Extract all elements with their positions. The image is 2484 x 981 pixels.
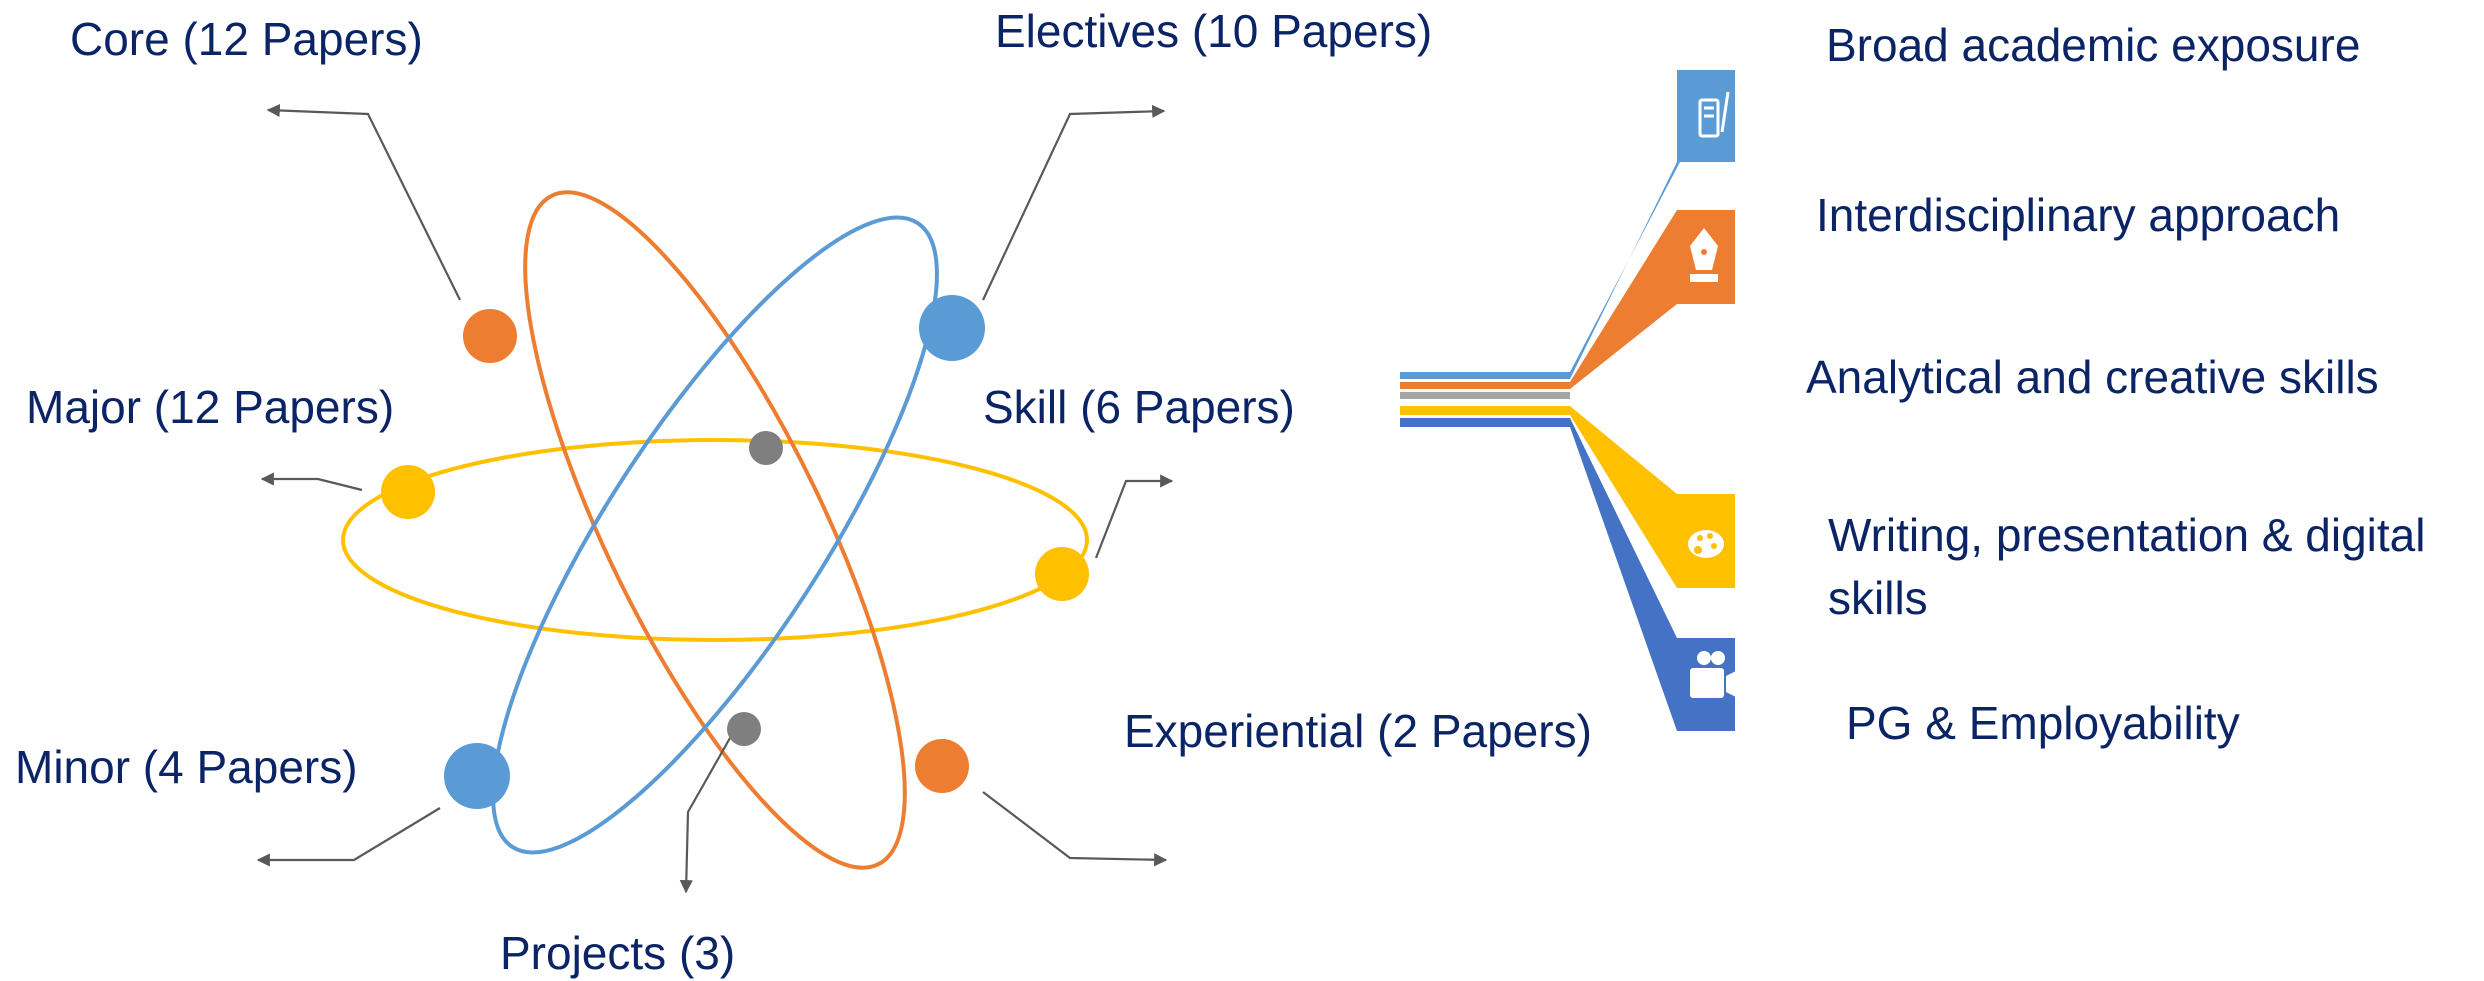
orbit-yellow (341, 438, 1089, 642)
bundle-line-blue (1400, 372, 1570, 379)
experiential-label: Experiential (2 Papers) (1124, 705, 1592, 757)
branch-darkblue (1570, 418, 1735, 731)
outcomes-funnel (1400, 70, 1738, 731)
bundle-line-gray (1400, 392, 1570, 399)
experiential-dot (915, 739, 969, 793)
video-camera-icon (1690, 651, 1738, 698)
outcome-label-writing-digital: Writing, presentation & digital skills (1828, 509, 2426, 625)
minor-connector-arrow (256, 807, 441, 867)
minor-dot (444, 743, 510, 809)
electives-connector-arrow (982, 104, 1166, 301)
core-dot (463, 309, 517, 363)
core-connector-arrow (266, 103, 461, 301)
projects-connector-arrow (679, 737, 731, 894)
orbit-orange (523, 190, 907, 870)
orbit-blue (491, 215, 939, 855)
projects-dot (727, 712, 761, 746)
projects-label: Projects (3) (500, 927, 736, 979)
skill-connector-arrow (1094, 474, 1174, 559)
center-top-dot (749, 431, 783, 465)
palette-icon (1688, 530, 1724, 558)
bundle-line-orange (1400, 382, 1570, 389)
minor-label: Minor (4 Papers) (15, 741, 358, 793)
major-connector-arrow (260, 472, 363, 492)
electives-dot (919, 295, 985, 361)
outcome-label-interdisciplinary: Interdisciplinary approach (1816, 189, 2341, 241)
fountain-pen-icon (1690, 228, 1718, 282)
outcome-label-broad-exposure: Broad academic exposure (1826, 19, 2361, 71)
outcome-label-analytical-creative: Analytical and creative skills (1806, 351, 2379, 403)
major-dot (381, 465, 435, 519)
bundle-line-yellow (1400, 406, 1570, 415)
major-label: Major (12 Papers) (26, 381, 395, 433)
bundle-line-darkblue (1400, 418, 1570, 427)
core-label: Core (12 Papers) (70, 13, 423, 65)
skill-label: Skill (6 Papers) (983, 381, 1295, 433)
experiential-connector-arrow (982, 791, 1168, 867)
electives-label: Electives (10 Papers) (995, 5, 1433, 57)
branch-blue (1570, 70, 1735, 379)
skill-dot (1035, 547, 1089, 601)
outcome-label-pg-employability: PG & Employability (1846, 697, 2240, 749)
pencil-cup-icon (1698, 91, 1730, 138)
